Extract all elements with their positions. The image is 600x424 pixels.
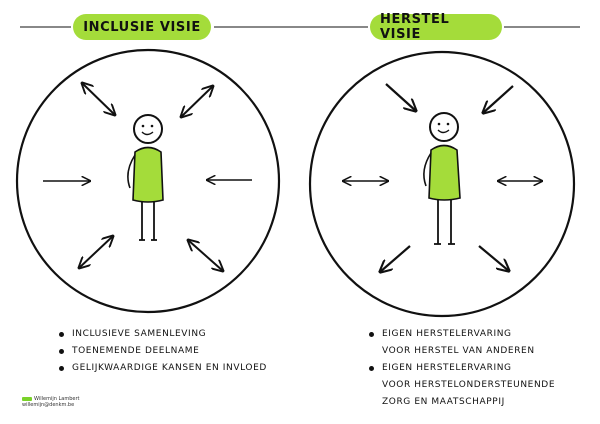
right-arrow-bottom-right [478, 245, 509, 271]
inclusie-visie-title: INCLUSIE VISIE [73, 14, 211, 40]
herstel-bullet-list: EIGEN HERSTELERVARING VOOR HERSTEL VAN A… [368, 326, 588, 411]
bullet-dot [369, 366, 374, 371]
list-item: EIGEN HERSTELERVARING VOOR HERSTEL VAN A… [368, 326, 588, 360]
right-figure-head [429, 112, 459, 142]
left-stick-figure [127, 114, 164, 241]
bullet-text-continued: VOOR HERSTEL VAN ANDEREN [382, 346, 535, 356]
list-item: GELIJKWAARDIGE KANSEN EN INVLOED [58, 360, 308, 377]
right-arrow-top-left [385, 83, 416, 111]
left-figure-body [132, 146, 164, 203]
list-item: EIGEN HERSTELERVARING VOOR HERSTELONDERS… [368, 360, 588, 411]
list-item: INCLUSIEVE SAMENLEVING [58, 326, 308, 343]
right-arrow-top-right [483, 85, 514, 113]
inclusie-visie-title-text: INCLUSIE VISIE [83, 19, 201, 35]
signature-email: willemijn@denkm.be [22, 402, 75, 408]
author-signature: Willemijn Lambert willemijn@denkm.be [22, 396, 92, 408]
bullet-text-continued: VOOR HERSTELONDERSTEUNENDE [382, 380, 556, 390]
bullet-text: INCLUSIEVE SAMENLEVING [72, 329, 207, 339]
bullet-dot [59, 349, 64, 354]
bullet-text: EIGEN HERSTELERVARING [382, 329, 512, 339]
pencil-icon [22, 396, 32, 401]
bullet-text: GELIJKWAARDIGE KANSEN EN INVLOED [72, 363, 267, 373]
left-circle-group [15, 48, 281, 314]
herstel-visie-title: HERSTEL VISIE [370, 12, 502, 42]
herstel-visie-title-text: HERSTEL VISIE [380, 12, 450, 42]
list-item: TOENEMENDE DEELNAME [58, 343, 308, 360]
bullet-dot [369, 332, 374, 337]
left-arrow-bottom-left [79, 236, 113, 268]
right-circle [308, 50, 576, 318]
right-arrow-bottom-left [380, 245, 411, 272]
inclusie-bullet-list: INCLUSIEVE SAMENLEVING TOENEMENDE DEELNA… [58, 326, 308, 377]
left-figure-head [133, 114, 163, 144]
right-stick-figure [423, 112, 461, 245]
bullet-text: TOENEMENDE DEELNAME [72, 346, 200, 356]
right-figure-body [428, 144, 461, 201]
left-arrow-bottom-right [188, 240, 223, 271]
left-circle [15, 48, 281, 314]
bullet-dot [59, 332, 64, 337]
bullet-text-continued: ZORG EN MAATSCHAPPIJ [382, 397, 505, 407]
bullet-dot [59, 366, 64, 371]
right-circle-group [308, 50, 576, 318]
bullet-text: EIGEN HERSTELERVARING [382, 363, 512, 373]
left-arrow-top-left [82, 83, 115, 115]
left-arrow-top-right [181, 86, 213, 117]
signature-name: Willemijn Lambert [34, 396, 80, 402]
